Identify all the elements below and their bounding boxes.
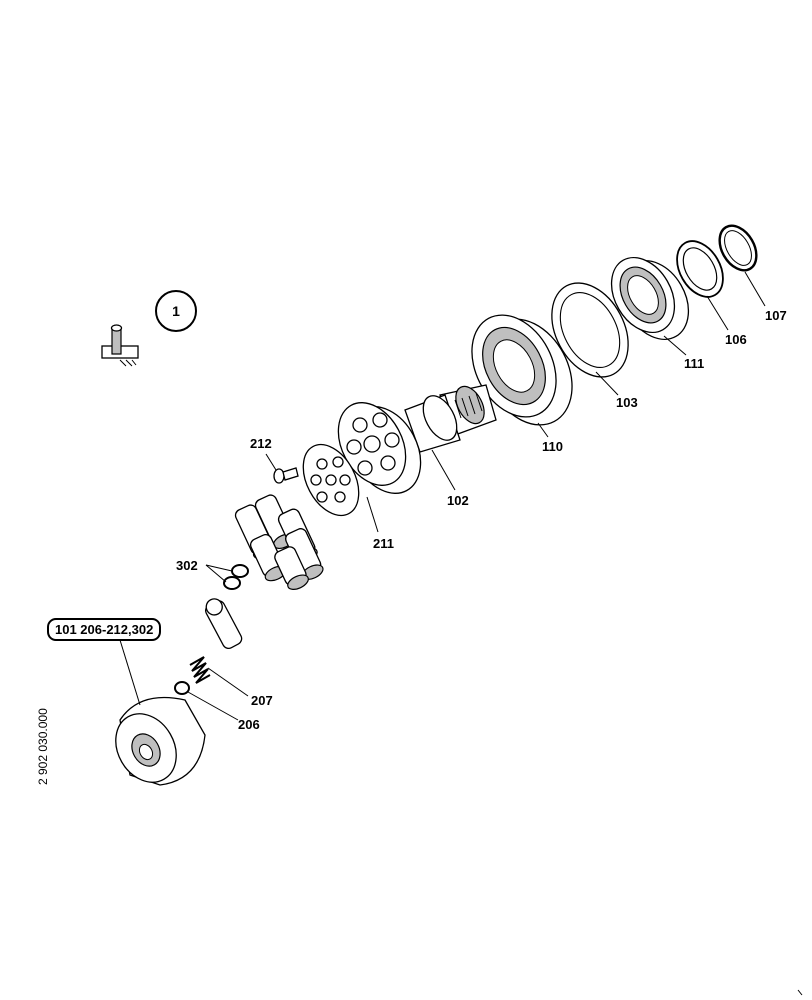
label-103[interactable]: 103 [616, 395, 638, 410]
part-212-screw[interactable] [273, 467, 299, 484]
label-111[interactable]: 111 [684, 356, 705, 371]
leader-302b [205, 564, 227, 583]
part-103-seal-ring[interactable] [537, 270, 644, 390]
leader-212 [265, 453, 277, 471]
label-206[interactable]: 206 [238, 717, 260, 732]
label-207[interactable]: 207 [251, 693, 273, 708]
leader-211 [366, 496, 379, 533]
label-211[interactable]: 211 [373, 536, 394, 551]
label-302[interactable]: 302 [176, 558, 198, 573]
leader-110 [537, 422, 549, 438]
drawing-reference-number: 2 902 030.000 [36, 708, 50, 785]
leader-111 [663, 335, 687, 356]
label-102[interactable]: 102 [447, 493, 469, 508]
label-110[interactable]: 110 [542, 439, 563, 454]
leader-206 [187, 691, 239, 721]
retaining-plate[interactable] [292, 435, 370, 525]
kit-callout-box[interactable]: 101 206-212,302 [47, 618, 162, 641]
leader-101 [119, 639, 141, 706]
label-212[interactable]: 212 [250, 436, 272, 451]
leader-106 [706, 295, 729, 331]
label-107[interactable]: 107 [765, 308, 787, 323]
pistons[interactable] [234, 493, 326, 592]
part-107-circlip[interactable] [712, 219, 764, 277]
label-106[interactable]: 106 [725, 332, 747, 347]
leader-102 [431, 449, 456, 491]
leader-207 [207, 667, 249, 697]
part-206-washer[interactable] [174, 681, 190, 695]
part-111-roller-bearing[interactable] [599, 246, 702, 351]
part-101-housing[interactable] [104, 696, 206, 794]
part-106-shim-ring[interactable] [668, 233, 733, 305]
part-102-drive-shaft[interactable] [404, 382, 497, 453]
leader-103 [595, 371, 619, 396]
leader-107 [744, 271, 766, 307]
section-number-badge: 1 [155, 290, 197, 332]
parts-catalog-symbol-icon [101, 324, 139, 367]
part-211-cylinder-block[interactable] [325, 391, 435, 506]
part-207-spring[interactable] [189, 656, 211, 684]
leader-302a [205, 564, 233, 572]
control-piston[interactable] [202, 595, 244, 650]
part-302-rings[interactable] [223, 564, 249, 590]
corner-mark [797, 989, 803, 996]
part-110-tapered-bearing[interactable] [455, 300, 590, 440]
